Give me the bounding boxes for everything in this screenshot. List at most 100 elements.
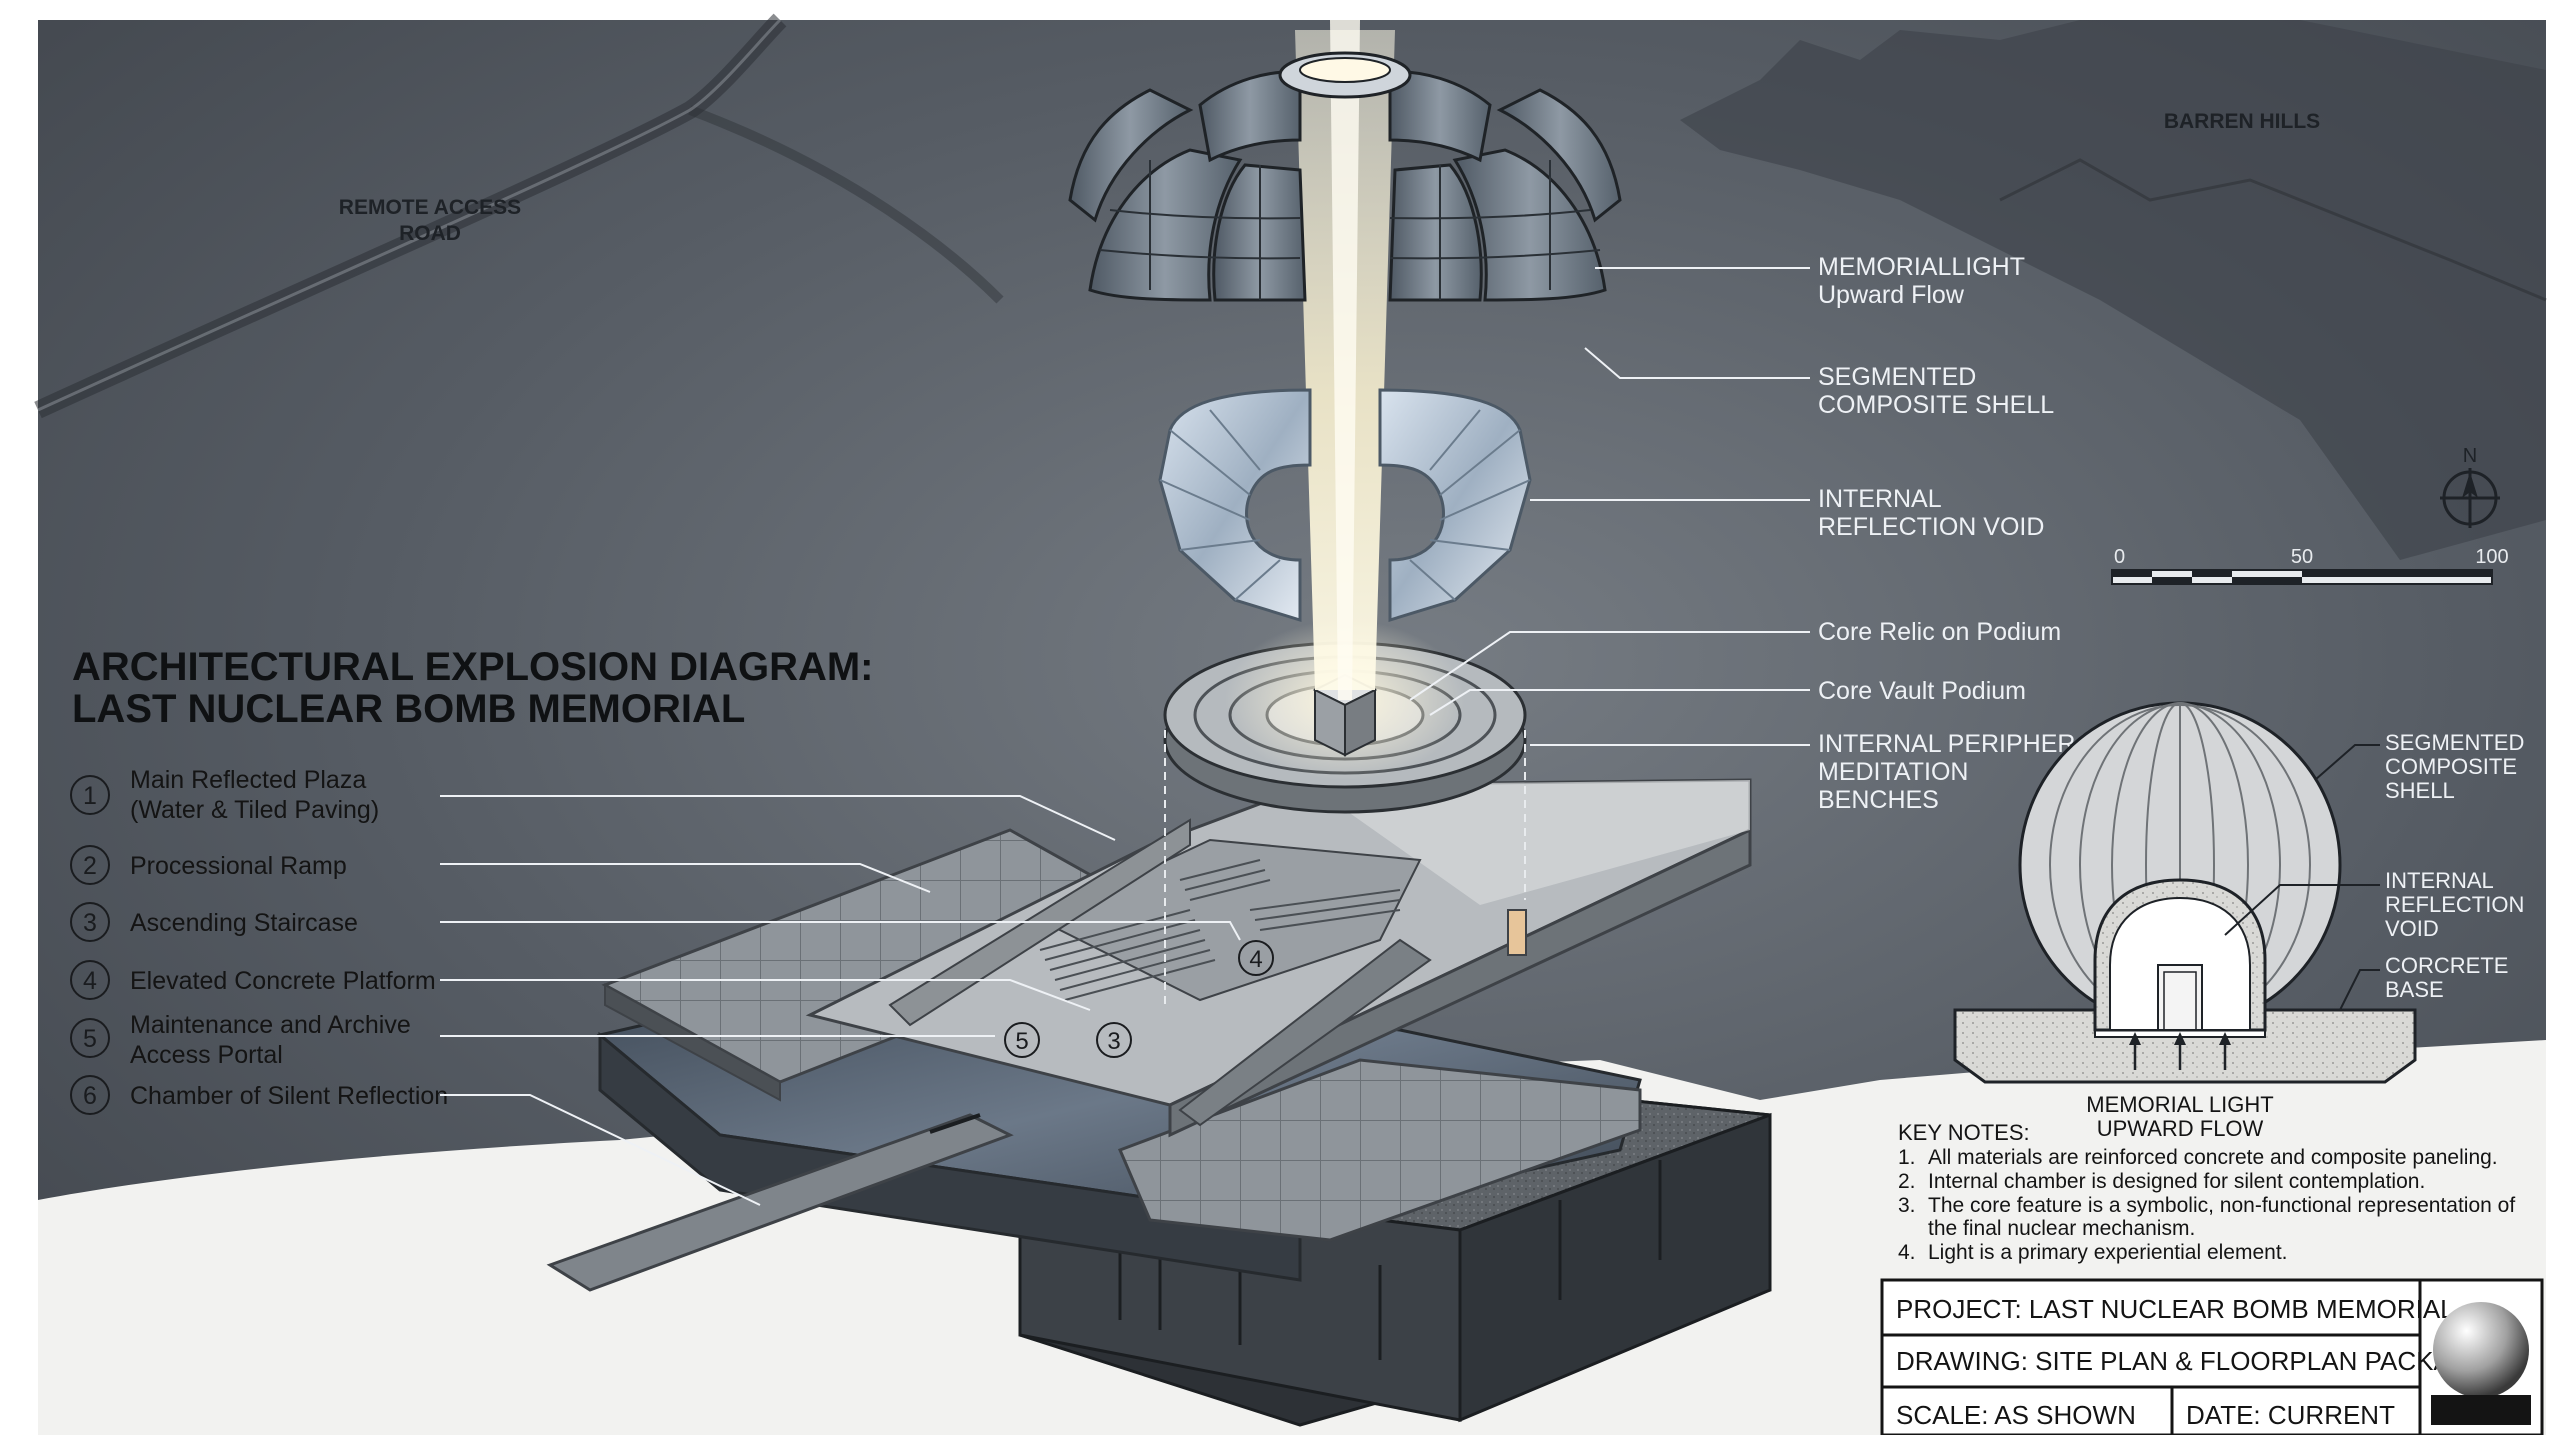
section-light-line2: UPWARD FLOW bbox=[2097, 1116, 2264, 1141]
section-shell-line1: SEGMENTED bbox=[2385, 730, 2524, 755]
svg-text:MEMORIALLIGHT: MEMORIALLIGHT bbox=[1818, 253, 2025, 281]
svg-text:4.: 4. bbox=[1898, 1241, 1916, 1264]
elevated-platform bbox=[805, 778, 1752, 1138]
north-label: N bbox=[2463, 445, 2477, 467]
path-arrow bbox=[929, 1113, 981, 1134]
svg-text:1.: 1. bbox=[1898, 1146, 1916, 1169]
section-base-line1: CORCRETE bbox=[2385, 953, 2508, 978]
tiled-plaza-lower bbox=[1118, 1058, 1642, 1242]
svg-text:6: 6 bbox=[83, 1082, 97, 1110]
svg-text:Upward Flow: Upward Flow bbox=[1818, 281, 1965, 309]
key-note-4: 4. Light is a primary experiential eleme… bbox=[1898, 1241, 2288, 1264]
marker-3 bbox=[1096, 1022, 1132, 1058]
title-block-project: PROJECT: LAST NUCLEAR BOMB MEMORIAL bbox=[1896, 1294, 2455, 1324]
marker-4-label: 4 bbox=[1249, 946, 1262, 973]
svg-text:The core feature is a symbolic: The core feature is a symbolic, non-func… bbox=[1928, 1194, 2515, 1217]
svg-text:REFLECTION VOID: REFLECTION VOID bbox=[1818, 513, 2044, 541]
legend-item-5: 5 Maintenance and Archive Access Portal bbox=[70, 1011, 411, 1069]
legend: 1 Main Reflected Plaza (Water & Tiled Pa… bbox=[70, 766, 1241, 1206]
north-arrow: N bbox=[2440, 445, 2500, 528]
svg-text:Chamber of Silent Reflection: Chamber of Silent Reflection bbox=[130, 1082, 448, 1110]
road-label-line1: REMOTE ACCESS bbox=[339, 196, 521, 219]
key-notes-heading: KEY NOTES: bbox=[1898, 1120, 2030, 1145]
beam-core bbox=[1330, 20, 1360, 700]
svg-text:Access Portal: Access Portal bbox=[130, 1041, 283, 1069]
svg-text:4: 4 bbox=[83, 967, 97, 995]
section-shell-line2: COMPOSITE bbox=[2385, 754, 2517, 779]
svg-text:BENCHES: BENCHES bbox=[1818, 786, 1939, 814]
marker-5 bbox=[1004, 1022, 1040, 1058]
svg-text:the final nuclear mechanism.: the final nuclear mechanism. bbox=[1928, 1217, 2195, 1240]
svg-text:2: 2 bbox=[83, 852, 97, 880]
legend-item-3: 3 Ascending Staircase bbox=[70, 902, 358, 942]
svg-text:5: 5 bbox=[83, 1025, 97, 1053]
callout-shell: SEGMENTED COMPOSITE SHELL bbox=[1818, 363, 2054, 419]
title-block: PROJECT: LAST NUCLEAR BOMB MEMORIAL DRAW… bbox=[1880, 1278, 2544, 1437]
key-notes: KEY NOTES: 1. All materials are reinforc… bbox=[1898, 1120, 2515, 1264]
callouts: MEMORIALLIGHT Upward Flow SEGMENTED COMP… bbox=[1409, 253, 2106, 814]
key-note-1: 1. All materials are reinforced concrete… bbox=[1898, 1146, 2498, 1169]
callout-void: INTERNAL REFLECTION VOID bbox=[1818, 485, 2044, 541]
callout-relic: Core Relic on Podium bbox=[1818, 618, 2061, 646]
key-note-2: 2. Internal chamber is designed for sile… bbox=[1898, 1170, 2425, 1193]
section-light-line1: MEMORIAL LIGHT bbox=[2086, 1092, 2273, 1117]
ridge-line bbox=[1999, 158, 2547, 302]
svg-text:Internal chamber is designed f: Internal chamber is designed for silent … bbox=[1928, 1170, 2425, 1193]
svg-text:INTERNAL PERIPHERAL: INTERNAL PERIPHERAL bbox=[1818, 730, 2106, 758]
title-line-1: ARCHITECTURAL EXPLOSION DIAGRAM: bbox=[72, 645, 873, 689]
svg-text:SEGMENTED: SEGMENTED bbox=[1818, 363, 1976, 391]
internal-reflection-void bbox=[1158, 388, 1532, 623]
svg-text:Processional Ramp: Processional Ramp bbox=[130, 852, 347, 880]
key-note-3: 3. The core feature is a symbolic, non-f… bbox=[1898, 1194, 2515, 1240]
svg-text:3: 3 bbox=[83, 909, 97, 937]
approach-path bbox=[546, 1113, 1014, 1292]
legend-item-4: 4 Elevated Concrete Platform bbox=[70, 960, 436, 1000]
hills-label: BARREN HILLS bbox=[2164, 110, 2320, 133]
svg-text:(Water & Tiled Paving): (Water & Tiled Paving) bbox=[130, 796, 379, 824]
svg-text:2.: 2. bbox=[1898, 1170, 1916, 1193]
scale-tick-0: 0 bbox=[2114, 546, 2125, 568]
segmented-composite-shell bbox=[1068, 51, 1622, 302]
road-centerline bbox=[37, 18, 782, 412]
sphere-logo bbox=[2431, 1302, 2531, 1425]
callout-memorial-light: MEMORIALLIGHT Upward Flow bbox=[1818, 253, 2025, 309]
section-void-line2: REFLECTION bbox=[2385, 892, 2524, 917]
svg-text:Main Reflected Plaza: Main Reflected Plaza bbox=[130, 766, 366, 794]
svg-text:Elevated Concrete Platform: Elevated Concrete Platform bbox=[130, 967, 436, 995]
title-block-date: DATE: CURRENT bbox=[2186, 1400, 2395, 1430]
section-void-line3: VOID bbox=[2385, 916, 2439, 941]
marker-4 bbox=[1238, 940, 1274, 976]
svg-text:COMPOSITE SHELL: COMPOSITE SHELL bbox=[1818, 391, 2054, 419]
svg-text:1: 1 bbox=[83, 782, 97, 810]
callout-benches: INTERNAL PERIPHERAL MEDITATION BENCHES bbox=[1818, 730, 2106, 814]
svg-text:INTERNAL: INTERNAL bbox=[1818, 485, 1942, 513]
section-drawing: SEGMENTED COMPOSITE SHELL INTERNAL REFLE… bbox=[1953, 701, 2524, 1141]
title-block-drawing: DRAWING: SITE PLAN & FLOORPLAN PACKAGE bbox=[1896, 1346, 2488, 1376]
scale-bar: 0 50 100 bbox=[2111, 546, 2509, 585]
section-base-line2: BASE bbox=[2385, 977, 2444, 1002]
svg-text:Light is a primary experientia: Light is a primary experiential element. bbox=[1928, 1241, 2288, 1264]
svg-text:All materials are reinforced c: All materials are reinforced concrete an… bbox=[1928, 1146, 2498, 1169]
section-void-line1: INTERNAL bbox=[2385, 868, 2494, 893]
title-block-scale: SCALE: AS SHOWN bbox=[1896, 1400, 2136, 1430]
road-branch bbox=[688, 105, 1004, 304]
marker-5-label: 5 bbox=[1015, 1028, 1028, 1055]
scale-tick-50: 50 bbox=[2291, 546, 2313, 568]
svg-text:Ascending Staircase: Ascending Staircase bbox=[130, 909, 358, 937]
scale-tick-100: 100 bbox=[2475, 546, 2508, 568]
road-label-line2: ROAD bbox=[399, 222, 461, 245]
plaza-left-edge bbox=[604, 983, 781, 1102]
legend-item-2: 2 Processional Ramp bbox=[70, 845, 347, 885]
legend-item-1: 1 Main Reflected Plaza (Water & Tiled Pa… bbox=[70, 766, 379, 824]
pool-edge bbox=[598, 1031, 1302, 1282]
explosion-guide-lines bbox=[1164, 730, 1526, 1010]
marker-3-label: 3 bbox=[1107, 1028, 1120, 1055]
svg-text:MEDITATION: MEDITATION bbox=[1818, 758, 1968, 786]
callout-podium: Core Vault Podium bbox=[1818, 677, 2026, 705]
svg-text:3.: 3. bbox=[1898, 1194, 1916, 1217]
svg-text:Maintenance and Archive: Maintenance and Archive bbox=[130, 1011, 411, 1039]
section-shell-line3: SHELL bbox=[2385, 778, 2455, 803]
barren-hills bbox=[1680, 20, 2546, 560]
